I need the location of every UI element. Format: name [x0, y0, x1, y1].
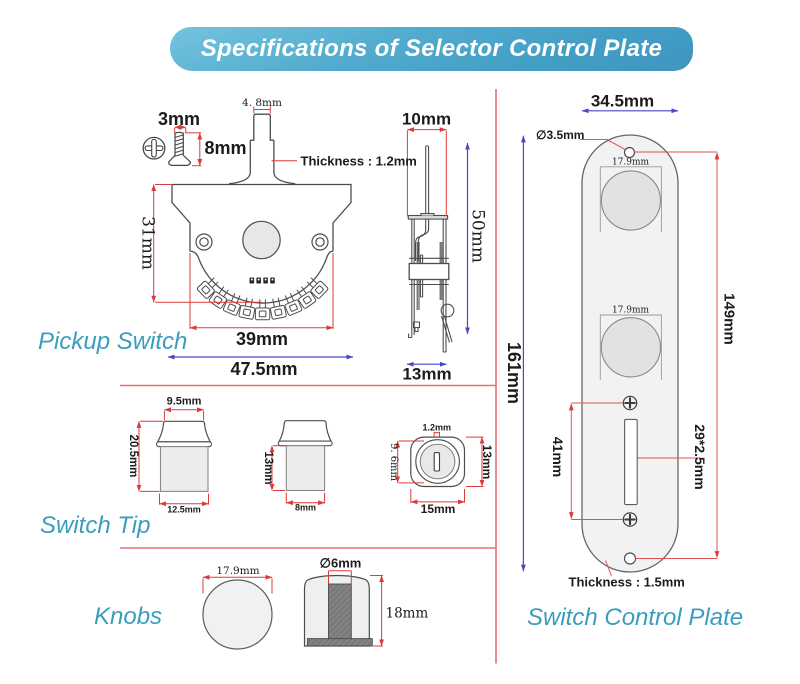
knob-bore: [307, 583, 373, 647]
dim-plate-length: 161mm: [504, 341, 524, 405]
dim-tip-slot-width: 1.2mm: [422, 422, 452, 433]
dim-plate-knob-hole-bottom: 17.9mm: [611, 305, 650, 315]
plate-switch-slot: [624, 418, 638, 506]
tip-front-dimensions: [136, 407, 209, 507]
knob-top-view: [202, 574, 273, 650]
switch-tip-bottom-view: [395, 431, 485, 505]
dim-knob-height: 18mm: [385, 604, 429, 621]
tip-cap: [278, 420, 332, 442]
dim-tip-side-base-width: 8mm: [294, 502, 317, 513]
dim-lever-thickness: Thickness : 1.2mm: [300, 153, 417, 169]
dim-tip-bottom-inner-diameter: 9. 6mm: [387, 442, 399, 482]
dim-side-depth: 13mm: [402, 364, 452, 384]
front-view-dimensions: [151, 106, 334, 331]
dim-tip-front-height: 20.5mm: [126, 434, 139, 478]
dim-plate-width: 34.5mm: [590, 91, 655, 111]
tip-base: [159, 446, 209, 492]
dim-tip-bottom-height: 13mm: [479, 444, 494, 479]
dim-overall-width: 47.5mm: [230, 359, 298, 379]
dim-plate-thickness: Thickness : 1.5mm: [568, 574, 685, 589]
section-label-knobs: Knobs: [94, 602, 163, 630]
dim-side-width: 10mm: [401, 109, 452, 129]
tip-flange: [277, 440, 333, 447]
dim-plate-hole-spacing: 149mm: [720, 292, 738, 345]
control-plate-drawing: [521, 108, 720, 577]
section-label-switch-tip: Switch Tip: [40, 512, 151, 539]
dim-screw-length: 8mm: [204, 138, 247, 158]
screw-drawing: [142, 124, 203, 167]
pickup-switch-side-view: [406, 127, 470, 367]
side-view-blue-dimensions: [406, 142, 470, 367]
title-banner: Specifications of Selector Control Plate: [170, 27, 693, 71]
section-dividers: [120, 89, 497, 664]
mount-hole-left: [195, 233, 213, 251]
switch-tip-side-view: [269, 420, 333, 506]
knob-hole-bottom: [599, 314, 662, 380]
mount-hole-right: [311, 233, 329, 251]
dim-screw-head-width: 3mm: [157, 108, 201, 129]
dim-tip-front-top-width: 9.5mm: [166, 395, 202, 408]
screw-side-view: [167, 131, 192, 166]
stamp-marks: [249, 277, 275, 284]
dim-plate-switch-slot: 29*2.5mm: [691, 423, 708, 490]
plate-mount-hole-bottom: [623, 552, 637, 565]
dim-knob-bore-diameter: ∅6mm: [319, 555, 362, 571]
tip-side-dimensions: [269, 445, 326, 506]
dim-plate-screw-spacing: 41mm: [550, 436, 566, 477]
tip-base: [285, 445, 326, 492]
plate-screw-bottom: [622, 512, 638, 527]
screw-dimensions: [174, 124, 203, 167]
dim-side-height: 50mm: [467, 209, 487, 263]
plate-mount-hole-top: [623, 146, 636, 159]
tip-slot: [433, 452, 441, 472]
tip-cap: [156, 420, 212, 443]
section-label-control-plate: Switch Control Plate: [527, 603, 744, 631]
pickup-switch-front-view: [151, 106, 354, 360]
dim-body-width: 39mm: [235, 329, 289, 349]
section-label-pickup-switch: Pickup Switch: [38, 327, 188, 355]
side-view-dimensions: [406, 127, 447, 217]
dim-knob-diameter: 17.9mm: [216, 564, 260, 577]
knob-side-view: [303, 570, 385, 647]
dim-tip-side-height: 13mm: [261, 451, 274, 485]
dim-body-height: 31mm: [137, 216, 157, 270]
knob-hole-top: [599, 166, 662, 232]
dim-tip-bottom-width: 15mm: [420, 501, 456, 516]
dim-plate-knob-hole-top: 17.9mm: [611, 157, 650, 167]
page-title: Specifications of Selector Control Plate: [200, 35, 663, 62]
dim-lever-tip-width: 4. 8mm: [242, 96, 282, 109]
pivot-boss: [242, 220, 281, 260]
dim-plate-mount-hole: ∅3.5mm: [536, 127, 585, 142]
tip-bottom-dimensions: [395, 431, 485, 505]
dim-tip-front-base-width: 12.5mm: [167, 504, 201, 514]
switch-lever: [228, 113, 296, 185]
plate-screw-top: [622, 395, 638, 411]
switch-tip-front-view: [136, 407, 212, 507]
tip-flange: [156, 441, 212, 448]
plate-dimensions-blue: [521, 108, 679, 572]
plate-dimensions-red: [568, 139, 720, 577]
